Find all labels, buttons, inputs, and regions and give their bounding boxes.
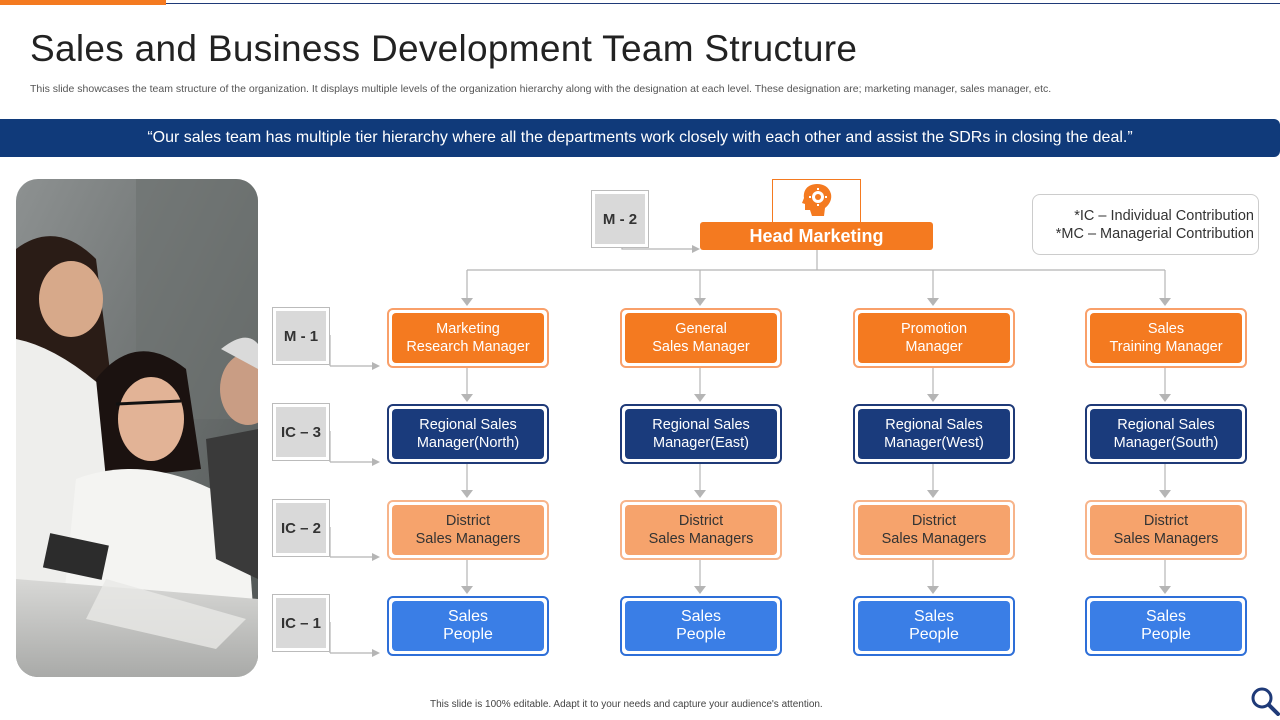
node-label: General Sales Manager (625, 313, 777, 363)
node-label: District Sales Managers (392, 505, 544, 555)
node-regional-sales-manager-south: Regional Sales Manager(South) (1085, 404, 1247, 464)
quote-text: “Our sales team has multiple tier hierar… (147, 129, 1133, 146)
node-label: Sales People (1090, 601, 1242, 651)
node-sales-people-1: Sales People (387, 596, 549, 656)
node-sales-people-4: Sales People (1085, 596, 1247, 656)
legend-mc: *MC – Managerial Contribution (1055, 226, 1254, 242)
quote-banner: “Our sales team has multiple tier hierar… (0, 119, 1280, 157)
level-label: M - 1 (276, 311, 326, 361)
node-label: Regional Sales Manager(North) (392, 409, 544, 459)
node-label: Promotion Manager (858, 313, 1010, 363)
node-sales-people-2: Sales People (620, 596, 782, 656)
node-marketing-research-manager: Marketing Research Manager (387, 308, 549, 368)
team-photo (16, 179, 258, 677)
node-label: Sales Training Manager (1090, 313, 1242, 363)
top-accent-bar (0, 0, 166, 5)
node-head-marketing: Head Marketing (700, 222, 933, 250)
level-label: M - 2 (595, 194, 645, 244)
node-label: Sales People (625, 601, 777, 651)
page-title: Sales and Business Development Team Stru… (30, 28, 858, 69)
level-tag-m2: M - 2 (591, 190, 649, 248)
level-tag-ic1: IC – 1 (272, 594, 330, 652)
magnifier-icon[interactable] (1250, 686, 1280, 716)
team-photo-illustration (16, 179, 258, 677)
node-label: Regional Sales Manager(West) (858, 409, 1010, 459)
legend-box: *IC – Individual Contribution *MC – Mana… (1032, 194, 1259, 255)
node-district-sales-managers-1: District Sales Managers (387, 500, 549, 560)
node-label: Regional Sales Manager(East) (625, 409, 777, 459)
node-label: District Sales Managers (1090, 505, 1242, 555)
node-sales-training-manager: Sales Training Manager (1085, 308, 1247, 368)
level-label: IC – 1 (276, 598, 326, 648)
node-label: Marketing Research Manager (392, 313, 544, 363)
node-district-sales-managers-3: District Sales Managers (853, 500, 1015, 560)
level-tag-m1: M - 1 (272, 307, 330, 365)
head-gear-icon (802, 184, 832, 216)
node-regional-sales-manager-west: Regional Sales Manager(West) (853, 404, 1015, 464)
level-tag-ic3: IC – 3 (272, 403, 330, 461)
level-label: IC – 3 (276, 407, 326, 457)
node-general-sales-manager: General Sales Manager (620, 308, 782, 368)
node-regional-sales-manager-north: Regional Sales Manager(North) (387, 404, 549, 464)
node-label: Sales People (392, 601, 544, 651)
page-subtitle: This slide showcases the team structure … (30, 83, 1052, 95)
node-label: Sales People (858, 601, 1010, 651)
node-label: District Sales Managers (625, 505, 777, 555)
node-district-sales-managers-4: District Sales Managers (1085, 500, 1247, 560)
level-tag-ic2: IC – 2 (272, 499, 330, 557)
node-promotion-manager: Promotion Manager (853, 308, 1015, 368)
node-label: Regional Sales Manager(South) (1090, 409, 1242, 459)
node-district-sales-managers-2: District Sales Managers (620, 500, 782, 560)
level-label: IC – 2 (276, 503, 326, 553)
node-regional-sales-manager-east: Regional Sales Manager(East) (620, 404, 782, 464)
node-sales-people-3: Sales People (853, 596, 1015, 656)
footer-note: This slide is 100% editable. Adapt it to… (430, 699, 823, 710)
node-label: District Sales Managers (858, 505, 1010, 555)
top-rule (166, 3, 1280, 4)
node-label: Head Marketing (749, 225, 884, 246)
legend-ic: *IC – Individual Contribution (1074, 208, 1254, 224)
